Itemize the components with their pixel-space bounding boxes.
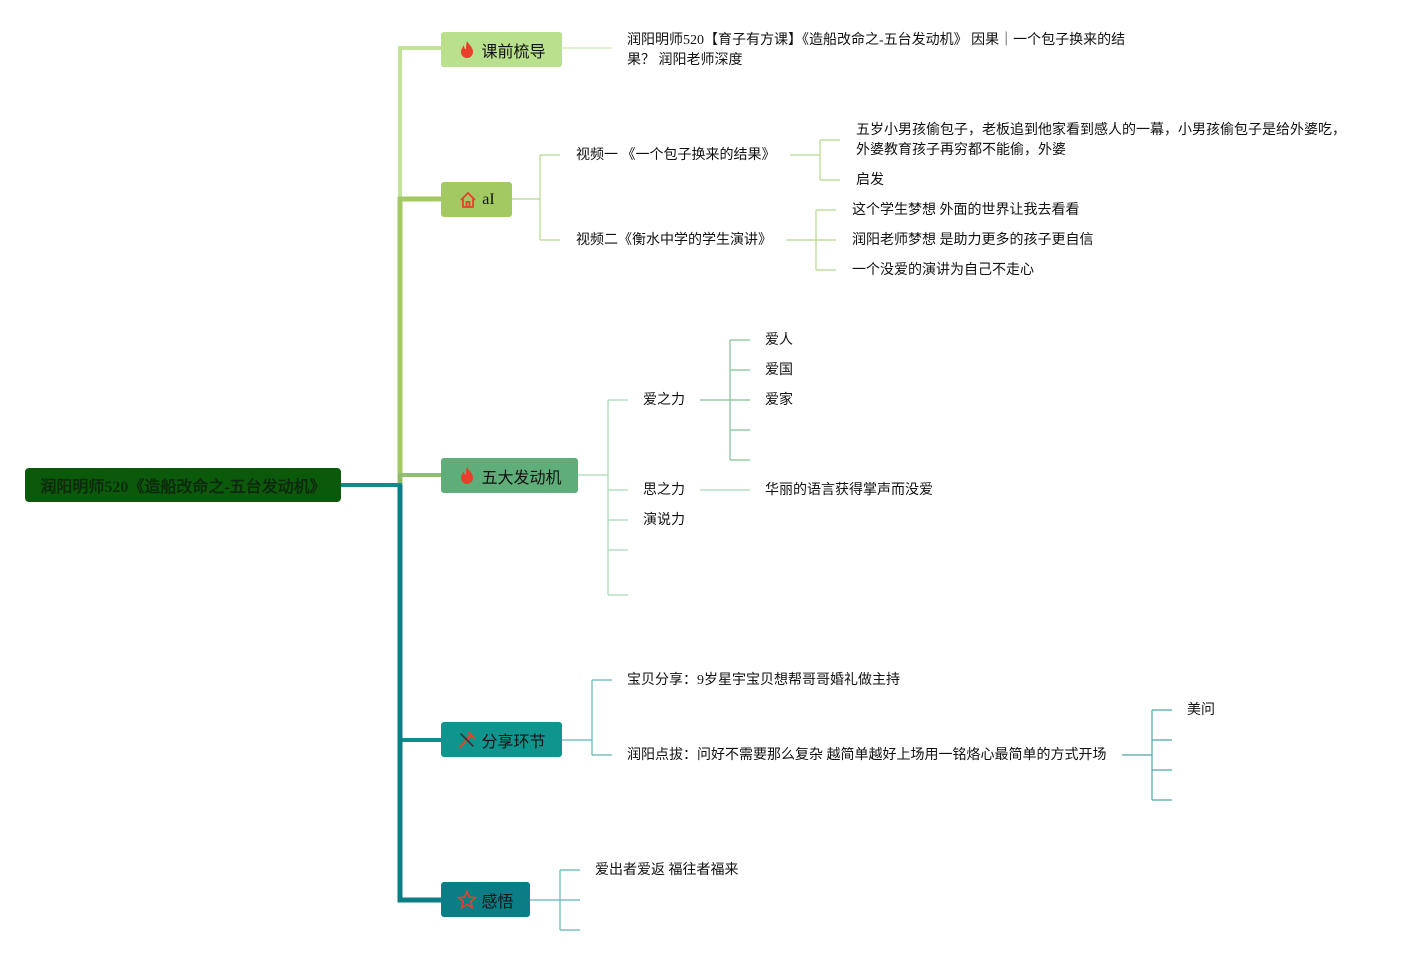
branch-label-2: aI <box>482 190 495 208</box>
fire-icon <box>457 466 477 486</box>
b4-c2-leaf-1[interactable]: 美问 <box>1187 703 1215 718</box>
b1-note[interactable]: 润阳明师520【育子有方课】《造船改命之-五台发动机》 因果｜一个包子换来的结果… <box>627 33 1126 68</box>
b2-c2-bracket <box>786 209 836 271</box>
b4-child-1[interactable]: 宝贝分享：9岁星宇宝贝想帮哥哥婚礼做主持 <box>627 673 900 688</box>
branch-topic-3[interactable]: 五大发动机 <box>441 458 578 493</box>
b2-c1-leaf-2[interactable]: 启发 <box>856 173 884 188</box>
b2-child-2[interactable]: 视频二《衡水中学的学生演讲》 <box>576 233 772 248</box>
branch-topic-5[interactable]: 感悟 <box>441 882 530 917</box>
root-topic-label: 润阳明师520《造船改命之-五台发动机》 <box>40 479 326 496</box>
b5-child-1[interactable]: 爱出者爱返 福往者福来 <box>595 863 739 878</box>
trunk-line-3 <box>398 473 441 485</box>
branch-label-4: 分享环节 <box>481 733 546 751</box>
b2-c1-bracket <box>790 139 840 181</box>
trunk-line-4 <box>341 483 441 742</box>
trunk-line-1 <box>398 46 441 485</box>
b2-bracket <box>512 154 560 241</box>
b3-child-1[interactable]: 爱之力 <box>643 393 685 408</box>
home-icon <box>458 190 478 210</box>
branch-topic-2[interactable]: aI <box>441 182 512 217</box>
b4-child-2[interactable]: 润阳点拔：问好不需要那么复杂 越简单越好上场用一铭烙心最简单的方式开场 <box>627 748 1107 763</box>
b3-child-3[interactable]: 演说力 <box>643 513 685 528</box>
trunk-line-2 <box>397 196 441 485</box>
branch-label-3: 五大发动机 <box>481 469 562 487</box>
b3-c1-leaf-3[interactable]: 爱家 <box>765 393 793 408</box>
b3-c1-leaf-1[interactable]: 爱人 <box>765 333 793 348</box>
trunk-line-5 <box>397 485 441 903</box>
b2-c2-leaf-3[interactable]: 一个没爱的演讲为自己不走心 <box>852 263 1034 278</box>
b2-child-1[interactable]: 视频一 《一个包子换来的结果》 <box>576 148 776 163</box>
b3-child-2[interactable]: 思之力 <box>643 483 685 498</box>
root-topic[interactable]: 润阳明师520《造船改命之-五台发动机》 <box>25 468 341 502</box>
b4-c2-bracket <box>1122 709 1172 801</box>
b4-bracket <box>562 679 612 756</box>
b3-bracket <box>578 399 628 596</box>
b3-c1-bracket <box>700 339 750 461</box>
b2-c2-leaf-2[interactable]: 润阳老师梦想 是助力更多的孩子更自信 <box>852 233 1094 248</box>
tools-icon <box>457 730 477 750</box>
branch-topic-4[interactable]: 分享环节 <box>441 722 562 757</box>
branch-topic-1[interactable]: 课前梳导 <box>441 32 562 67</box>
b5-bracket <box>530 869 580 931</box>
branch-label-5: 感悟 <box>481 893 514 911</box>
b3-c2-leaf-1[interactable]: 华丽的语言获得掌声而没爱 <box>765 483 933 498</box>
fire-icon <box>457 40 477 60</box>
branch-label-1: 课前梳导 <box>481 43 546 61</box>
star-icon <box>457 889 478 910</box>
b3-c1-leaf-2[interactable]: 爱国 <box>765 363 793 378</box>
b2-c2-leaf-1[interactable]: 这个学生梦想 外面的世界让我去看看 <box>852 203 1080 218</box>
b2-c1-leaf-1[interactable]: 五岁小男孩偷包子，老板追到他家看到感人的一幕，小男孩偷包子是给外婆吃，外婆教育孩… <box>856 123 1346 158</box>
